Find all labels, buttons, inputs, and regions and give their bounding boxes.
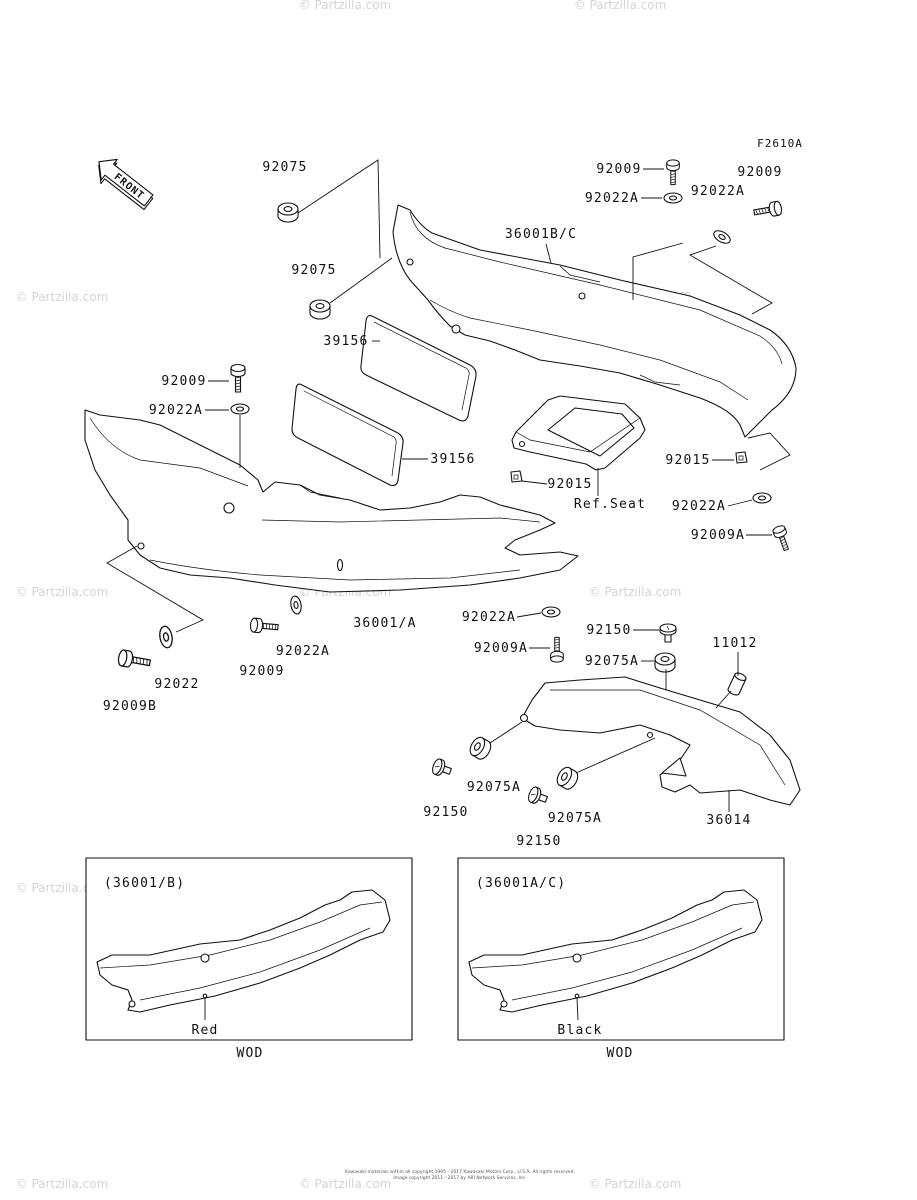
- grommet-92075: [277, 202, 299, 223]
- watermark: © Partzilla.com: [589, 1177, 682, 1191]
- leader-lines: [106, 159, 791, 812]
- copyright-line: Kawasaki materials within all copyright …: [345, 1169, 575, 1175]
- part-number-label: 92075A: [548, 811, 602, 826]
- part-number-label: 39156: [323, 334, 368, 349]
- grommet-92075a: [553, 764, 582, 793]
- watermark: © Partzilla.com: [16, 1177, 109, 1191]
- part-number-label: 92015: [665, 453, 710, 468]
- copyright-line: Image copyright 2011 - 2017 by ARI Netwo…: [393, 1175, 526, 1181]
- inset-note: WOD: [606, 1046, 633, 1061]
- part-number-label: 92150: [586, 623, 631, 638]
- part-number-label: 92009B: [103, 699, 157, 714]
- bolt-92009: [249, 617, 280, 635]
- washer-92022a: [711, 227, 733, 247]
- part-number-label: 92009: [239, 664, 284, 679]
- part-number-label: 92150: [516, 834, 561, 849]
- watermark: © Partzilla.com: [299, 0, 392, 12]
- part-number-label: 92075A: [585, 654, 639, 669]
- seat-bracket: [511, 395, 646, 471]
- part-number-label: 92075: [262, 160, 307, 175]
- watermark: © Partzilla.com: [299, 1177, 392, 1191]
- clip-92015: [735, 451, 748, 464]
- inset-cover-drawing: [96, 889, 391, 1013]
- part-number-label: 92022A: [462, 610, 516, 625]
- part-number-label: 11012: [712, 636, 757, 651]
- bolt-92009b: [116, 648, 152, 672]
- front-arrow-icon: FRONT: [98, 158, 154, 211]
- inset-model-label: (36001/B): [104, 876, 185, 891]
- tail-cover: [519, 676, 801, 806]
- clip-92015: [510, 470, 523, 483]
- part-number-label: 92022A: [691, 184, 745, 199]
- inset-box-red: (36001/B) Red: [85, 857, 413, 1041]
- inset-color-label: Black: [557, 1023, 602, 1038]
- washer-92022a: [752, 492, 772, 504]
- gasket-upper: [360, 315, 477, 422]
- part-number-label: 92009: [596, 162, 641, 177]
- rivet-92150: [430, 757, 454, 780]
- grommet-92075a: [466, 734, 495, 763]
- inset-cover-drawing: [468, 889, 763, 1013]
- part-number-label: 92075: [291, 263, 336, 278]
- part-number-label: 92022A: [672, 499, 726, 514]
- part-number-label: 92075A: [467, 780, 521, 795]
- bolt-92009: [230, 363, 246, 393]
- part-number-label: 92015: [547, 477, 592, 492]
- callouts: 92075 92075 39156 92009 92022A 39156 920…: [103, 160, 782, 849]
- part-number-label: 36014: [706, 813, 751, 828]
- watermark: © Partzilla.com: [574, 0, 667, 12]
- inset-color-label: Red: [191, 1023, 218, 1038]
- bolt-92009: [666, 159, 680, 186]
- rivet-92150: [659, 623, 677, 643]
- washer-92022a: [663, 192, 683, 204]
- part-number-label: 36001B/C: [505, 227, 577, 242]
- bolt-92009a: [550, 636, 564, 663]
- inset-note: WOD: [236, 1046, 263, 1061]
- part-number-label: 92022A: [276, 644, 330, 659]
- watermark: © Partzilla.com: [16, 290, 109, 304]
- watermark: © Partzilla.com: [16, 585, 109, 599]
- washer-92022: [157, 624, 175, 650]
- side-cover-lower: [84, 409, 579, 593]
- part-number-label: 92009: [161, 374, 206, 389]
- bolt-92009a: [771, 523, 793, 553]
- grommet-92075: [309, 299, 331, 320]
- watermark: © Partzilla.com: [16, 881, 109, 895]
- washer-92022a: [230, 403, 250, 415]
- bolt-92009: [752, 200, 784, 220]
- part-number-label: 92022A: [149, 403, 203, 418]
- washer-92022a: [541, 606, 561, 618]
- part-number-label: 92009A: [474, 641, 528, 656]
- part-number-label: 92022: [154, 677, 199, 692]
- diagram-code: F2610A: [757, 137, 803, 150]
- part-number-label: 92009A: [691, 528, 745, 543]
- part-number-label: 36001/A: [353, 616, 416, 631]
- rivet-92150: [526, 785, 550, 808]
- gasket-lower: [291, 383, 404, 486]
- part-number-label: 39156: [430, 452, 475, 467]
- part-number-label: 92009: [737, 165, 782, 180]
- part-number-label: 92150: [423, 805, 468, 820]
- watermark: © Partzilla.com: [589, 585, 682, 599]
- inset-box-black: (36001A/C) Black: [457, 857, 785, 1041]
- part-number-label: 92022A: [585, 191, 639, 206]
- inset-model-label: (36001A/C): [476, 876, 566, 891]
- part-number-label: Ref.Seat: [574, 497, 646, 512]
- grommet-92075a: [654, 652, 676, 673]
- side-cover-upper: [392, 204, 797, 438]
